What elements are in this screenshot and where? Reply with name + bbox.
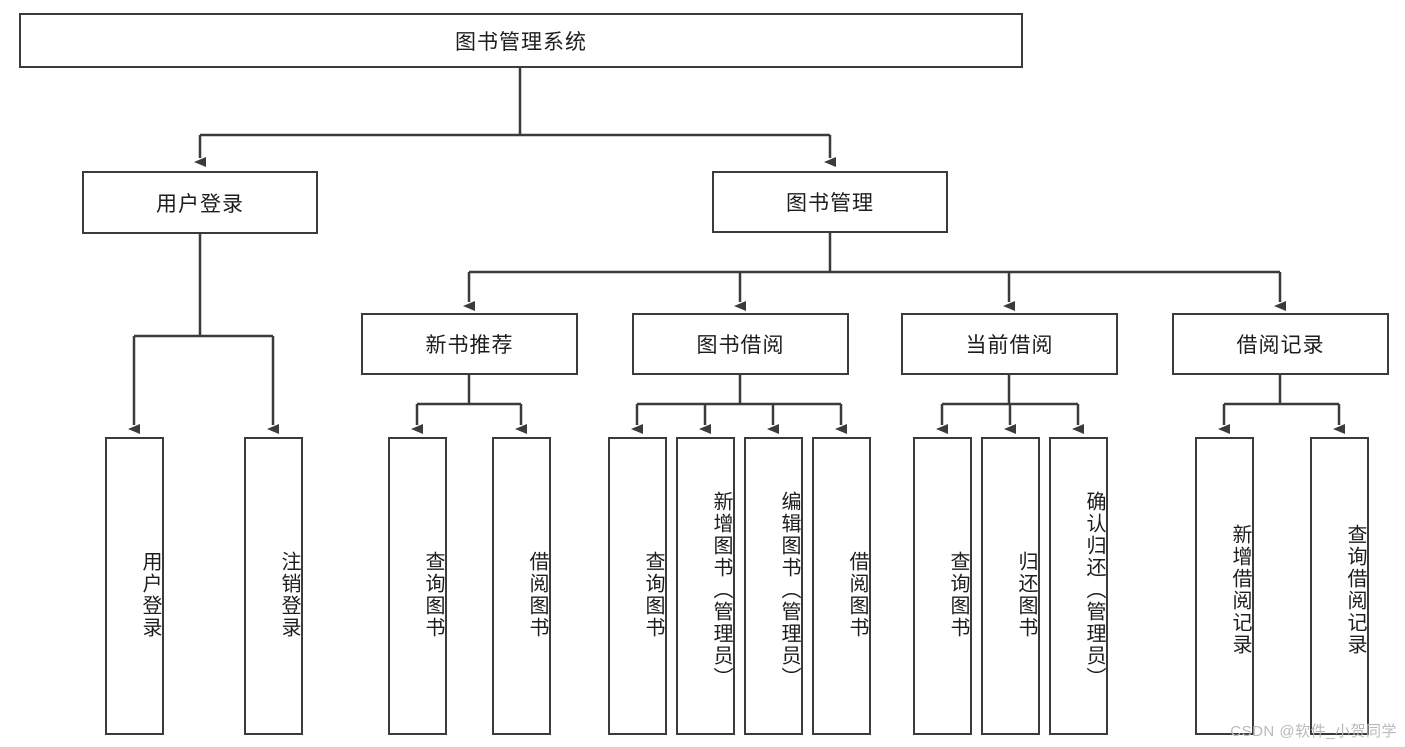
leaf-return-book[interactable]: 归还图书: [981, 437, 1040, 735]
node-current-borrow[interactable]: 当前借阅: [901, 313, 1118, 375]
leaf-query-book-borrow[interactable]: 查询图书: [608, 437, 667, 735]
leaf-add-borrow-record[interactable]: 新增借阅记录: [1195, 437, 1254, 735]
node-label: 查询图书: [947, 551, 969, 639]
node-label: 当前借阅: [965, 334, 1054, 357]
node-label: 用户登录: [156, 192, 244, 216]
node-label: 查询图书: [642, 551, 664, 639]
node-label: 借阅图书: [846, 551, 868, 639]
leaf-logout-login[interactable]: 注销登录: [244, 437, 303, 735]
leaf-query-book-current[interactable]: 查询图书: [913, 437, 972, 735]
node-label: 图书管理系统: [455, 30, 587, 54]
node-label: 图书管理: [786, 192, 874, 215]
node-label: 确认归还（管理员）: [1083, 491, 1105, 689]
node-user-login[interactable]: 用户登录: [82, 171, 318, 234]
node-book-management-system[interactable]: 图书管理系统: [19, 13, 1023, 68]
node-borrow-record[interactable]: 借阅记录: [1172, 313, 1389, 375]
leaf-user-login[interactable]: 用户登录: [105, 437, 164, 735]
node-label: 用户登录: [139, 551, 161, 639]
leaf-edit-book[interactable]: 编辑图书（管理员）: [744, 437, 803, 735]
leaf-add-book[interactable]: 新增图书（管理员）: [676, 437, 735, 735]
node-label: 编辑图书（管理员）: [778, 491, 800, 689]
leaf-query-book-recommend[interactable]: 查询图书: [388, 437, 447, 735]
node-new-book-recommend[interactable]: 新书推荐: [361, 313, 578, 375]
node-label: 归还图书: [1015, 551, 1037, 639]
node-label: 查询图书: [422, 551, 444, 639]
node-label: 借阅图书: [526, 551, 548, 639]
node-label: 新增借阅记录: [1229, 524, 1251, 656]
leaf-borrow-book-recommend[interactable]: 借阅图书: [492, 437, 551, 735]
node-label: 新书推荐: [425, 334, 514, 357]
node-label: 新增图书（管理员）: [710, 491, 732, 689]
node-label: 借阅记录: [1236, 334, 1325, 357]
node-book-management[interactable]: 图书管理: [712, 171, 948, 233]
node-book-borrow[interactable]: 图书借阅: [632, 313, 849, 375]
leaf-borrow-book[interactable]: 借阅图书: [812, 437, 871, 735]
csdn-watermark: CSDN @软件_小贺同学: [1230, 723, 1397, 740]
node-label: 查询借阅记录: [1344, 524, 1366, 656]
node-label: 注销登录: [278, 551, 300, 639]
leaf-confirm-return[interactable]: 确认归还（管理员）: [1049, 437, 1108, 735]
leaf-query-borrow-record[interactable]: 查询借阅记录: [1310, 437, 1369, 735]
node-label: 图书借阅: [696, 334, 785, 357]
